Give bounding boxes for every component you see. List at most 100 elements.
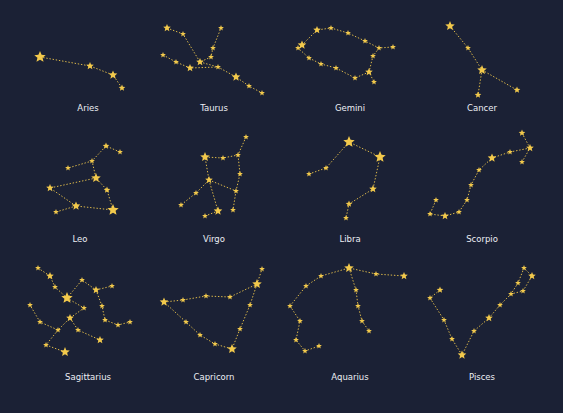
star	[197, 332, 203, 337]
star	[475, 92, 482, 98]
star	[333, 65, 339, 70]
constellation-line	[56, 206, 76, 212]
constellation-name: Virgo	[203, 234, 225, 244]
star	[318, 273, 324, 278]
star	[259, 90, 265, 95]
star	[369, 185, 377, 192]
constellation-figure	[27, 265, 133, 356]
star	[230, 207, 236, 212]
constellation-line	[482, 70, 517, 90]
star	[81, 305, 87, 310]
star	[449, 336, 455, 341]
constellation-name: Libra	[339, 234, 360, 244]
star	[180, 297, 186, 302]
constellation-name: Cancer	[467, 103, 497, 113]
star	[233, 188, 239, 193]
star	[293, 337, 299, 342]
star	[247, 302, 253, 307]
star	[468, 182, 474, 187]
star	[109, 283, 115, 288]
star	[200, 152, 210, 161]
star	[252, 279, 262, 288]
star	[34, 51, 45, 62]
star	[218, 25, 224, 30]
star	[214, 207, 223, 215]
star	[215, 64, 221, 69]
star	[485, 314, 493, 321]
star	[526, 144, 534, 151]
star	[210, 45, 216, 50]
star	[370, 53, 376, 58]
constellation-line	[167, 28, 221, 62]
star	[52, 284, 58, 289]
star	[287, 303, 293, 308]
constellation-figure	[287, 263, 408, 353]
constellation-line	[369, 48, 379, 82]
star	[102, 317, 108, 322]
star	[437, 287, 444, 293]
constellation-line	[164, 284, 257, 349]
star	[202, 213, 208, 218]
constellation-line	[70, 318, 100, 340]
constellation-line	[430, 148, 530, 216]
star	[79, 277, 85, 282]
star	[344, 263, 354, 272]
star	[212, 341, 218, 346]
star	[306, 171, 312, 176]
constellation-line	[163, 55, 262, 93]
star	[91, 173, 101, 182]
constellation-line	[181, 137, 246, 205]
constellation-figure	[295, 25, 396, 84]
star	[295, 45, 301, 50]
star	[343, 215, 349, 220]
star	[96, 336, 104, 343]
star	[160, 52, 166, 57]
star	[427, 295, 433, 300]
star	[313, 26, 321, 33]
star	[508, 291, 514, 296]
constellation-line	[46, 330, 65, 352]
constellation-name: Aquarius	[331, 372, 368, 382]
star	[196, 58, 204, 65]
star	[75, 327, 81, 332]
star	[55, 327, 61, 332]
star	[297, 318, 303, 323]
star	[302, 348, 308, 353]
star	[27, 302, 33, 307]
star	[235, 152, 241, 157]
star	[471, 328, 477, 333]
constellation-name: Leo	[72, 234, 87, 244]
star	[246, 83, 252, 88]
star	[173, 59, 179, 64]
star	[514, 87, 521, 93]
star	[371, 79, 377, 84]
star	[46, 184, 54, 191]
constellation-name: Gemini	[335, 103, 365, 113]
star	[345, 30, 351, 35]
star	[92, 286, 100, 293]
star	[328, 25, 334, 30]
star	[515, 280, 521, 285]
star	[507, 149, 513, 154]
constellation-name: Capricorn	[193, 372, 234, 382]
star	[306, 55, 312, 60]
star	[99, 303, 105, 308]
constellation-line	[50, 146, 120, 210]
star	[400, 272, 408, 279]
star	[180, 31, 186, 36]
star	[390, 44, 396, 49]
star	[119, 85, 126, 91]
constellation-name: Pisces	[469, 372, 495, 382]
star	[37, 319, 43, 324]
star	[103, 143, 110, 149]
star	[346, 201, 353, 207]
constellation-figure	[445, 21, 520, 98]
star	[46, 272, 54, 279]
constellation-line	[309, 142, 380, 218]
star	[232, 73, 241, 81]
star	[163, 24, 171, 31]
constellation-figure	[34, 51, 125, 91]
star	[227, 344, 237, 353]
constellation-line	[209, 155, 240, 191]
